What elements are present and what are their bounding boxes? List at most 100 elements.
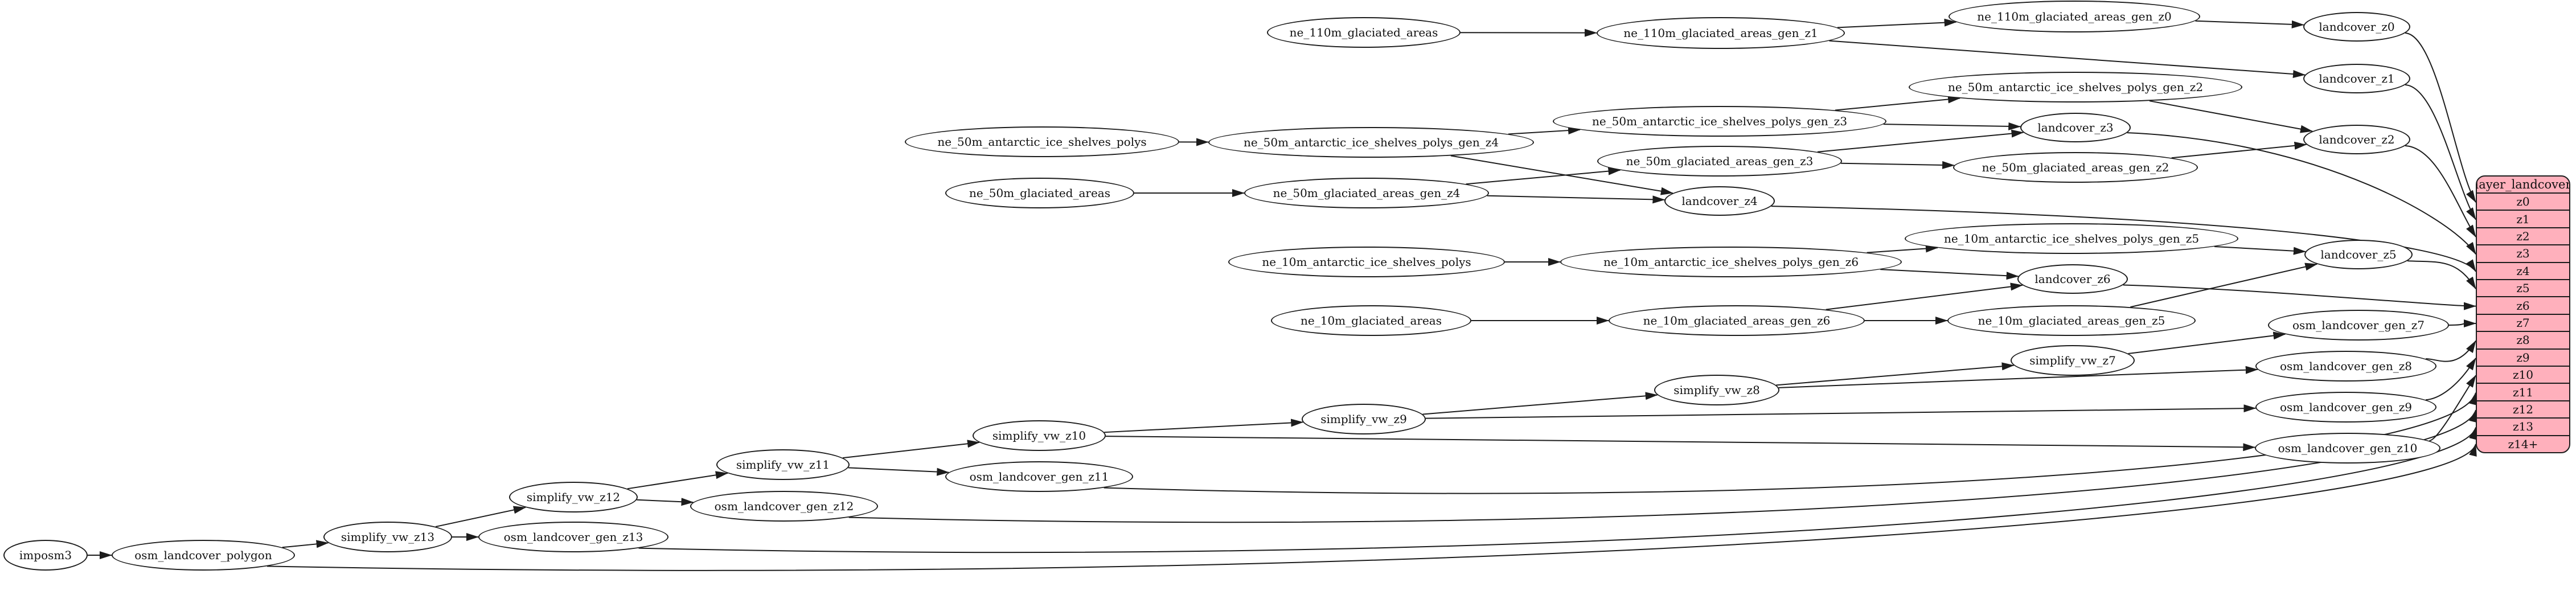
node-ne_110m_glaciated_areas_gen_z0: ne_110m_glaciated_areas_gen_z0 xyxy=(1949,1,2200,32)
node-label: simplify_vw_z8 xyxy=(1673,383,1760,397)
table-header: layer_landcover xyxy=(2477,177,2569,194)
node-ne_50m_glaciated_areas_gen_z2: ne_50m_glaciated_areas_gen_z2 xyxy=(1953,152,2198,183)
edge-ne_50m_antarctic_ice_shelves_polys_gen_z3-to-ne_50m_antarctic_ice_shelves_polys_gen_z2 xyxy=(1835,95,1961,111)
node-landcover_z5: landcover_z5 xyxy=(2304,240,2413,269)
node-label: osm_landcover_gen_z9 xyxy=(2280,400,2412,414)
edge-simplify_vw_z12-to-osm_landcover_gen_z12 xyxy=(637,498,694,506)
table-row-z9: z9 xyxy=(2477,350,2569,367)
edge-ne_50m_glaciated_areas_gen_z3-to-landcover_z3 xyxy=(1817,129,2024,153)
node-landcover_z4: landcover_z4 xyxy=(1664,186,1775,216)
edge-ne_110m_glaciated_areas_gen_z0-to-landcover_z0 xyxy=(2195,20,2304,28)
node-simplify_vw_z8: simplify_vw_z8 xyxy=(1654,375,1779,405)
edge-simplify_vw_z8-to-simplify_vw_z7 xyxy=(1776,362,2015,386)
node-simplify_vw_z9: simplify_vw_z9 xyxy=(1302,404,1426,434)
node-ne_50m_antarctic_ice_shelves_polys: ne_50m_antarctic_ice_shelves_polys xyxy=(905,126,1179,157)
node-label: ne_50m_glaciated_areas xyxy=(969,186,1110,200)
edge-ne_50m_glaciated_areas_gen_z4-to-ne_50m_glaciated_areas_gen_z3 xyxy=(1466,167,1621,185)
edge-ne_10m_glaciated_areas_gen_z6-to-landcover_z6 xyxy=(1826,282,2023,310)
node-osm_landcover_gen_z12: osm_landcover_gen_z12 xyxy=(690,491,878,522)
node-label: ne_10m_glaciated_areas_gen_z6 xyxy=(1643,314,1831,327)
table-row-z1: z1 xyxy=(2477,211,2569,228)
node-landcover_z6: landcover_z6 xyxy=(2017,264,2128,294)
edge-landcover_z0-to-z0 xyxy=(2405,32,2476,203)
edge-ne_110m_glaciated_areas_gen_z1-to-landcover_z1 xyxy=(1829,40,2306,78)
node-imposm3: imposm3 xyxy=(3,540,88,571)
node-label: ne_50m_antarctic_ice_shelves_polys_gen_z… xyxy=(1243,136,1499,149)
node-label: osm_landcover_gen_z12 xyxy=(714,499,854,513)
edge-ne_10m_antarctic_ice_shelves_polys_gen_z6-to-landcover_z6 xyxy=(1880,269,2019,280)
node-osm_landcover_gen_z9: osm_landcover_gen_z9 xyxy=(2255,392,2436,423)
edge-simplify_vw_z12-to-simplify_vw_z11 xyxy=(627,471,728,490)
node-label: landcover_z4 xyxy=(1681,194,1758,208)
node-label: osm_landcover_gen_z13 xyxy=(503,530,643,544)
node-label: ne_110m_glaciated_areas_gen_z0 xyxy=(1977,10,2172,23)
node-landcover_z1: landcover_z1 xyxy=(2303,64,2410,93)
node-label: osm_landcover_gen_z7 xyxy=(2292,318,2425,332)
edge-ne_110m_glaciated_areas_gen_z1-to-ne_110m_glaciated_areas_gen_z0 xyxy=(1837,18,1957,28)
node-label: ne_50m_antarctic_ice_shelves_polys_gen_z… xyxy=(1947,80,2204,94)
layer-landcover-table: layer_landcover z0 z1 z2 z3 z4 z5 z6 z7 … xyxy=(2476,175,2570,453)
node-label: landcover_z5 xyxy=(2320,248,2397,261)
edge-simplify_vw_z7-to-osm_landcover_gen_z7 xyxy=(2128,331,2286,354)
table-row-z10: z10 xyxy=(2477,367,2569,384)
node-osm_landcover_gen_z11: osm_landcover_gen_z11 xyxy=(945,461,1133,492)
node-ne_50m_antarctic_ice_shelves_polys_gen_z2: ne_50m_antarctic_ice_shelves_polys_gen_z… xyxy=(1909,72,2242,102)
node-simplify_vw_z10: simplify_vw_z10 xyxy=(973,420,1106,451)
edge-simplify_vw_z9-to-simplify_vw_z8 xyxy=(1422,392,1658,415)
edge-ne_50m_glaciated_areas_gen_z4-to-landcover_z4 xyxy=(1487,195,1666,204)
table-row-z13: z13 xyxy=(2477,419,2569,436)
table-row-z8: z8 xyxy=(2477,332,2569,350)
node-label: ne_50m_glaciated_areas_gen_z3 xyxy=(1626,154,1814,168)
table-row-z0: z0 xyxy=(2477,194,2569,211)
node-label: ne_50m_antarctic_ice_shelves_polys_gen_z… xyxy=(1591,114,1848,128)
edge-ne_50m_glaciated_areas_gen_z2-to-landcover_z2 xyxy=(2171,141,2307,159)
node-ne_10m_glaciated_areas_gen_z5: ne_10m_glaciated_areas_gen_z5 xyxy=(1947,305,2196,336)
node-ne_10m_antarctic_ice_shelves_polys: ne_10m_antarctic_ice_shelves_polys xyxy=(1228,247,1505,277)
node-ne_50m_glaciated_areas: ne_50m_glaciated_areas xyxy=(945,178,1134,208)
table-row-z6: z6 xyxy=(2477,297,2569,315)
table-row-z5: z5 xyxy=(2477,280,2569,298)
node-osm_landcover_gen_z8: osm_landcover_gen_z8 xyxy=(2255,351,2436,382)
edge-ne_50m_antarctic_ice_shelves_polys_gen_z2-to-landcover_z2 xyxy=(2149,100,2314,133)
node-ne_50m_glaciated_areas_gen_z3: ne_50m_glaciated_areas_gen_z3 xyxy=(1597,146,1842,177)
node-label: ne_10m_glaciated_areas xyxy=(1301,314,1442,327)
node-label: osm_landcover_gen_z10 xyxy=(2278,441,2418,455)
node-label: osm_landcover_gen_z11 xyxy=(969,470,1109,483)
edge-ne_10m_antarctic_ice_shelves_polys_gen_z6-to-ne_10m_antarctic_ice_shelves_polys_gen_z5 xyxy=(1867,244,1938,253)
node-ne_110m_glaciated_areas_gen_z1: ne_110m_glaciated_areas_gen_z1 xyxy=(1597,17,1845,49)
table-row-z3: z3 xyxy=(2477,245,2569,263)
node-label: landcover_z6 xyxy=(2034,272,2111,286)
table-row-z4: z4 xyxy=(2477,263,2569,281)
node-label: simplify_vw_z13 xyxy=(341,530,435,544)
edge-ne_50m_antarctic_ice_shelves_polys_gen_z4-to-ne_50m_antarctic_ice_shelves_polys_gen_z3 xyxy=(1508,126,1581,135)
edge-ne_10m_antarctic_ice_shelves_polys_gen_z5-to-landcover_z5 xyxy=(2214,245,2306,255)
edge-simplify_vw_z9-to-osm_landcover_gen_z9 xyxy=(1425,404,2257,419)
node-label: landcover_z0 xyxy=(2319,20,2395,34)
node-label: ne_10m_antarctic_ice_shelves_polys_gen_z… xyxy=(1943,232,2200,245)
edge-ne_50m_glaciated_areas_gen_z3-to-ne_50m_glaciated_areas_gen_z2 xyxy=(1840,161,1955,169)
node-label: ne_10m_glaciated_areas_gen_z5 xyxy=(1978,314,2165,327)
node-ne_10m_glaciated_areas: ne_10m_glaciated_areas xyxy=(1271,305,1471,336)
edge-simplify_vw_z10-to-osm_landcover_gen_z10 xyxy=(1105,436,2256,452)
node-ne_50m_antarctic_ice_shelves_polys_gen_z4: ne_50m_antarctic_ice_shelves_polys_gen_z… xyxy=(1208,127,1534,158)
edge-landcover_z2-to-z2 xyxy=(2405,145,2476,237)
node-simplify_vw_z12: simplify_vw_z12 xyxy=(509,482,638,512)
node-label: landcover_z3 xyxy=(2037,121,2114,134)
node-osm_landcover_polygon: osm_landcover_polygon xyxy=(112,540,295,571)
node-label: ne_110m_glaciated_areas xyxy=(1289,26,1438,39)
table-row-z7: z7 xyxy=(2477,315,2569,333)
node-label: simplify_vw_z9 xyxy=(1320,412,1407,426)
edge-osm_landcover_gen_z13-to-z13 xyxy=(638,427,2477,553)
node-simplify_vw_z13: simplify_vw_z13 xyxy=(323,522,452,552)
table-row-z11: z11 xyxy=(2477,384,2569,401)
node-label: imposm3 xyxy=(19,548,72,562)
node-ne_50m_antarctic_ice_shelves_polys_gen_z3: ne_50m_antarctic_ice_shelves_polys_gen_z… xyxy=(1553,106,1886,137)
node-osm_landcover_gen_z13: osm_landcover_gen_z13 xyxy=(478,522,668,552)
edge-simplify_vw_z13-to-simplify_vw_z12 xyxy=(435,506,526,527)
edge-osm_landcover_gen_z10-to-z10 xyxy=(2429,375,2476,442)
edge-osm_landcover_polygon-to-simplify_vw_z13 xyxy=(282,540,329,548)
edge-simplify_vw_z11-to-osm_landcover_gen_z11 xyxy=(848,467,950,476)
node-label: ne_50m_glaciated_areas_gen_z4 xyxy=(1273,186,1461,200)
